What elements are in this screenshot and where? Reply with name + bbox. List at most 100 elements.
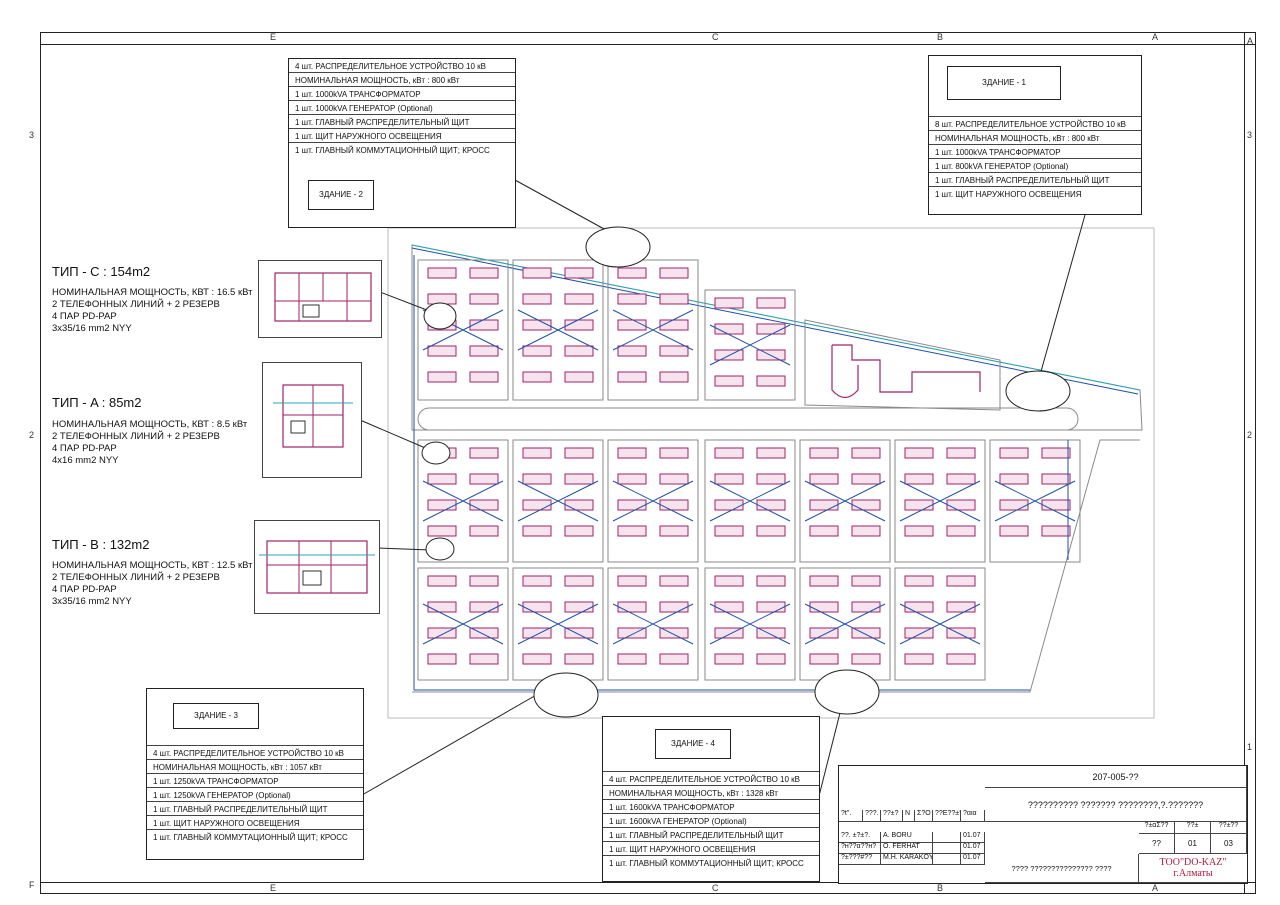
spec-line: 1 шт. ГЛАВНЫЙ РАСПРЕДЕЛИТЕЛЬНЫЙ ЩИТ bbox=[147, 802, 363, 816]
housing-block bbox=[512, 259, 604, 401]
house-plot bbox=[564, 473, 594, 485]
house-plot bbox=[756, 323, 786, 335]
type-b-pairs: 4 ПАР PD-PAP bbox=[52, 584, 117, 595]
house-plot bbox=[904, 499, 934, 511]
house-plot bbox=[617, 319, 647, 331]
house-plot bbox=[617, 293, 647, 305]
house-plot bbox=[659, 345, 689, 357]
house-plot bbox=[427, 293, 457, 305]
type-b-title: ТИП - B : 132m2 bbox=[52, 537, 150, 552]
house-plot bbox=[756, 447, 786, 459]
company-city: г.Алматы bbox=[1173, 868, 1213, 879]
house-plot bbox=[809, 601, 839, 613]
house-plot bbox=[564, 345, 594, 357]
house-plot bbox=[427, 473, 457, 485]
building1-label: ЗДАНИЕ - 1 bbox=[947, 66, 1061, 100]
cable-segment bbox=[994, 480, 1076, 522]
house-plot bbox=[756, 575, 786, 587]
house-plot bbox=[904, 601, 934, 613]
spec-line: НОМИНАЛЬНАЯ МОЩНОСТЬ, кВт : 800 кВт bbox=[929, 131, 1141, 145]
building4-label: ЗДАНИЕ - 4 bbox=[655, 729, 731, 759]
house-plot bbox=[946, 473, 976, 485]
house-plot bbox=[756, 601, 786, 613]
spec-line: 1 шт. ЩИТ НАРУЖНОГО ОСВЕЩЕНИЯ bbox=[289, 129, 515, 143]
house-plot bbox=[756, 499, 786, 511]
house-plot bbox=[904, 473, 934, 485]
column-header: ???. bbox=[863, 810, 881, 822]
leader-building2 bbox=[514, 179, 616, 236]
signature-role: ?н??α??н? bbox=[839, 843, 881, 854]
house-plot bbox=[659, 601, 689, 613]
signature-date: 01.07 bbox=[961, 832, 985, 843]
house-plot bbox=[522, 627, 552, 639]
house-plot bbox=[427, 525, 457, 537]
house-plot bbox=[564, 319, 594, 331]
house-plot bbox=[714, 653, 744, 665]
signature-role: ??. ±?±?. bbox=[839, 832, 881, 843]
house-plot bbox=[564, 525, 594, 537]
house-plot bbox=[522, 319, 552, 331]
housing-block bbox=[989, 439, 1081, 563]
house-plot bbox=[617, 267, 647, 279]
clubhouse-area bbox=[804, 319, 1001, 411]
zone-label: E bbox=[270, 32, 277, 42]
cable-segment bbox=[899, 480, 981, 522]
housing-block bbox=[512, 439, 604, 563]
house-plot bbox=[564, 293, 594, 305]
house-plot bbox=[469, 601, 499, 613]
house-plot bbox=[946, 447, 976, 459]
house-plot bbox=[617, 473, 647, 485]
signature-name: A. BORU bbox=[881, 832, 933, 843]
house-plot bbox=[427, 499, 457, 511]
housing-block bbox=[417, 259, 509, 401]
house-plot bbox=[522, 447, 552, 459]
house-plot bbox=[659, 473, 689, 485]
zone-label: 3 bbox=[29, 130, 35, 140]
leader-type-a bbox=[359, 419, 431, 451]
house-plot bbox=[904, 627, 934, 639]
zone-ruler-bottom: E C B A bbox=[40, 882, 1256, 895]
cable-segment bbox=[899, 603, 981, 645]
column-header: ?αια bbox=[961, 810, 985, 822]
house-plot bbox=[427, 653, 457, 665]
revision-clouds bbox=[421, 226, 1071, 718]
cable-segment bbox=[804, 480, 886, 522]
house-plot bbox=[714, 627, 744, 639]
house-plot bbox=[809, 499, 839, 511]
sheet-header: ??± bbox=[1175, 822, 1211, 834]
spec-line: 4 шт. РАСПРЕДЕЛИТЕЛЬНОЕ УСТРОЙСТВО 10 кВ bbox=[289, 59, 515, 73]
type-b-floorplan bbox=[254, 520, 380, 614]
house-plot bbox=[904, 653, 934, 665]
drawing-title: ???? ??????????????? ???? bbox=[985, 854, 1139, 883]
cable-network bbox=[413, 255, 1076, 691]
house-plot bbox=[999, 499, 1029, 511]
building1-panel: ЗДАНИЕ - 1 8 шт. РАСПРЕДЕЛИТЕЛЬНОЕ УСТРО… bbox=[928, 55, 1142, 215]
type-c-phones: 2 ТЕЛЕФОННЫХ ЛИНИЙ + 2 РЕЗЕРВ bbox=[52, 299, 220, 310]
cable-segment bbox=[422, 480, 504, 522]
house-plot bbox=[427, 371, 457, 383]
house-plot bbox=[714, 447, 744, 459]
housing-block bbox=[799, 439, 891, 563]
house-plot bbox=[617, 601, 647, 613]
house-plot bbox=[756, 375, 786, 387]
house-plot bbox=[522, 653, 552, 665]
zone-label: 2 bbox=[1247, 430, 1253, 440]
house-plot bbox=[617, 575, 647, 587]
house-plot bbox=[756, 473, 786, 485]
house-plot bbox=[469, 473, 499, 485]
housing-block bbox=[607, 439, 699, 563]
house-plot bbox=[714, 473, 744, 485]
house-plot bbox=[617, 371, 647, 383]
house-plot bbox=[756, 525, 786, 537]
type-b-power: НОМИНАЛЬНАЯ МОЩНОСТЬ, КВТ : 12.5 кВт bbox=[52, 560, 253, 571]
spec-line: 1 шт. ГЛАВНЫЙ КОММУТАЦИОННЫЙ ЩИТ; КРОСС bbox=[609, 859, 804, 868]
spec-line: 1 шт. ГЛАВНЫЙ РАСПРЕДЕЛИТЕЛЬНЫЙ ЩИТ bbox=[603, 828, 819, 842]
leader-building1 bbox=[1039, 214, 1086, 376]
cable-segment bbox=[422, 309, 504, 351]
house-plot bbox=[522, 499, 552, 511]
house-plot bbox=[469, 653, 499, 665]
house-plot bbox=[809, 473, 839, 485]
house-plot bbox=[659, 371, 689, 383]
zone-label: F bbox=[29, 880, 35, 890]
house-plot bbox=[617, 627, 647, 639]
